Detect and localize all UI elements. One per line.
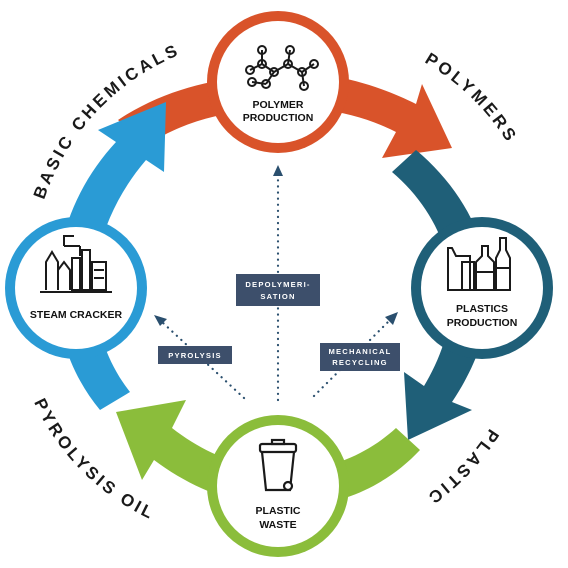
depolymerisation-label-line1: DEPOLYMERI- [245, 280, 310, 289]
depolymerisation-label-line2: SATION [260, 292, 295, 301]
depolymerisation-arrowhead [273, 165, 283, 176]
orange-arrow [118, 76, 452, 158]
mechanical-label-line1: MECHANICAL [328, 347, 391, 356]
plastics-production-label-line2: PRODUCTION [447, 317, 518, 329]
pyrolysis-arrowhead [154, 315, 167, 326]
plastic-waste-label-line2: WASTE [259, 519, 296, 531]
plastic-waste-label-line1: PLASTIC [256, 505, 301, 517]
mechanical-recycling-arrowhead [385, 312, 398, 325]
trash-bin-icon [258, 438, 298, 492]
pyrolysis-box: PYROLYSIS [158, 346, 232, 364]
node-plastic-waste: PLASTIC WASTE [207, 415, 349, 557]
molecule-icon [245, 45, 319, 91]
mechanical-recycling-box: MECHANICAL RECYCLING [320, 343, 400, 371]
mechanical-recycling-path [312, 318, 392, 398]
node-plastics-production: PLASTICS PRODUCTION [411, 217, 553, 359]
node-steam-cracker: STEAM CRACKER [5, 217, 147, 359]
pyrolysis-label: PYROLYSIS [168, 351, 222, 360]
bottles-icon [447, 237, 511, 291]
steam-cracker-label: STEAM CRACKER [30, 309, 123, 321]
polymer-production-label-line2: PRODUCTION [243, 112, 314, 124]
plastics-production-label-line1: PLASTICS [456, 303, 508, 315]
factory-icon [40, 235, 112, 293]
mechanical-label-line2: RECYCLING [332, 358, 388, 367]
polymer-production-label-line1: POLYMER [253, 99, 304, 111]
node-polymer-production: POLYMER PRODUCTION [207, 11, 349, 153]
depolymerisation-box: DEPOLYMERI- SATION [236, 274, 320, 306]
